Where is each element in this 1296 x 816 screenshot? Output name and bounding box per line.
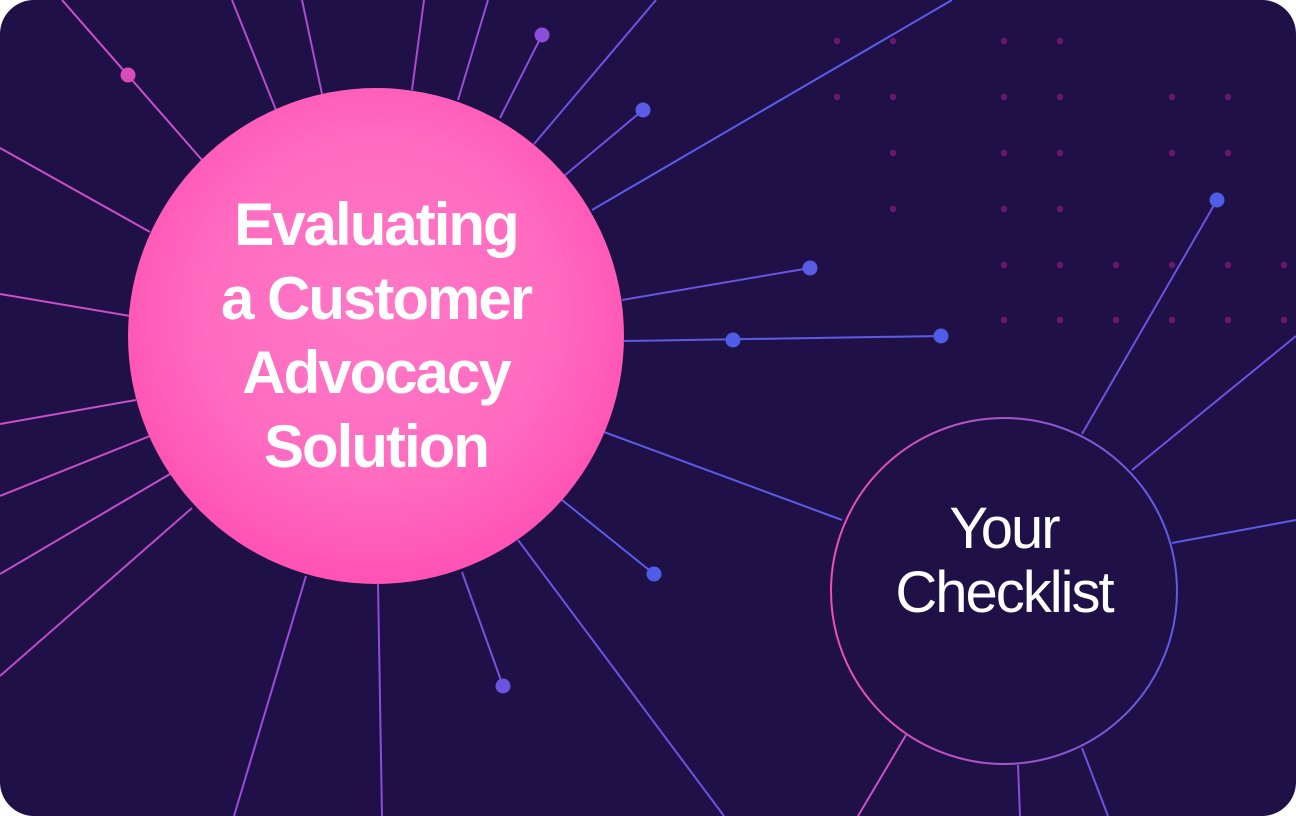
- title-line: Advocacy: [242, 339, 511, 406]
- title-circle: Evaluating a Customer Advocacy Solution: [128, 88, 624, 584]
- checklist-ring: [830, 417, 1178, 765]
- title-line: Evaluating: [234, 191, 519, 258]
- page-title: Evaluating a Customer Advocacy Solution: [220, 188, 533, 484]
- subtitle-line: Your: [949, 496, 1060, 561]
- subtitle-line: Checklist: [895, 560, 1114, 625]
- subtitle: Your Checklist: [895, 496, 1114, 625]
- checklist-circle: Your Checklist: [830, 417, 1178, 765]
- title-line: Solution: [264, 413, 490, 480]
- title-line: a Customer: [220, 265, 533, 332]
- dot-grid: [833, 37, 1288, 324]
